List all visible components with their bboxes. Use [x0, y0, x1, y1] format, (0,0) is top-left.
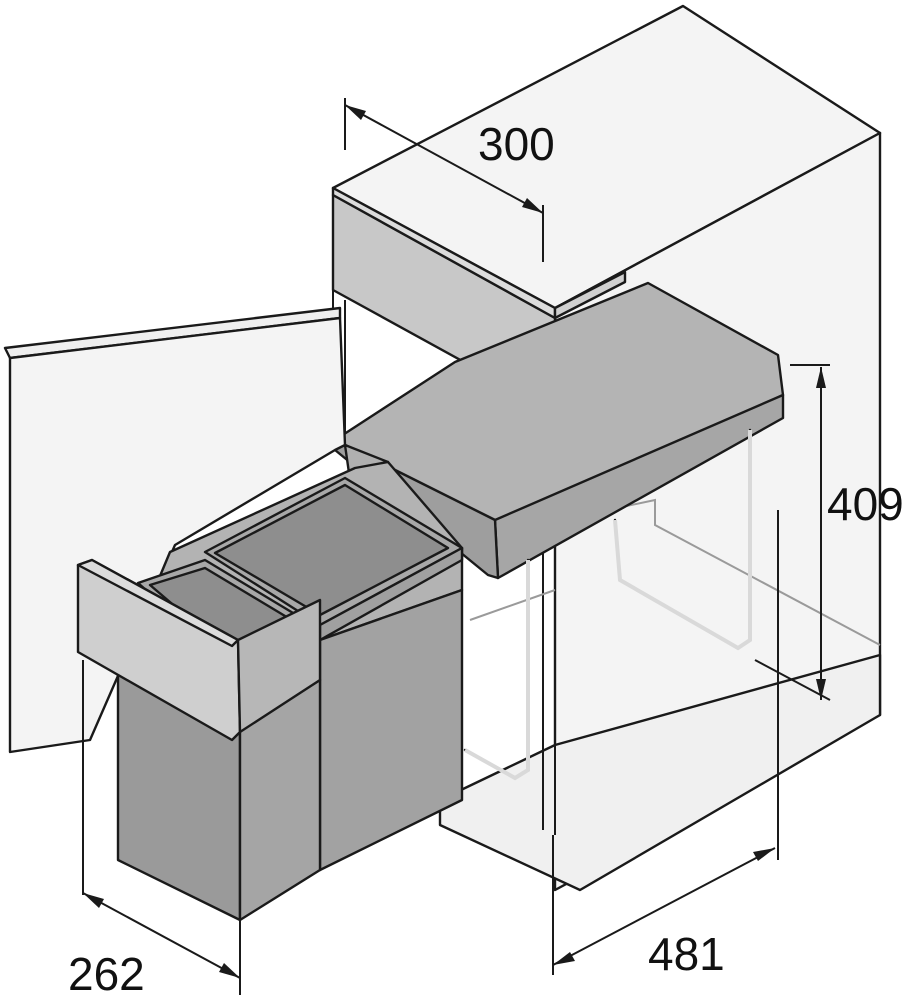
- dimension-481: [552, 510, 779, 975]
- large-bin: [203, 476, 464, 872]
- dim-line-262: [82, 892, 241, 979]
- dim-label-300: 300: [478, 118, 555, 170]
- dim-line-481: [552, 847, 776, 966]
- large-bin-opening: [213, 483, 450, 617]
- dim-label-409: 409: [827, 478, 904, 530]
- handle-panel-return: [236, 598, 322, 734]
- front-handle-panel: [76, 558, 322, 742]
- left-wire-frame: [463, 558, 530, 780]
- dim-line-300: [344, 104, 544, 214]
- dimension-262: [82, 660, 241, 995]
- dim-label-481: 481: [648, 928, 725, 980]
- front-rail-return: [553, 270, 627, 320]
- large-bin-side: [318, 588, 464, 872]
- dim-label-262: 262: [68, 948, 145, 1000]
- hidden-floor-line: [469, 589, 556, 621]
- dimension-409: [754, 364, 831, 701]
- dimension-300: [344, 98, 544, 262]
